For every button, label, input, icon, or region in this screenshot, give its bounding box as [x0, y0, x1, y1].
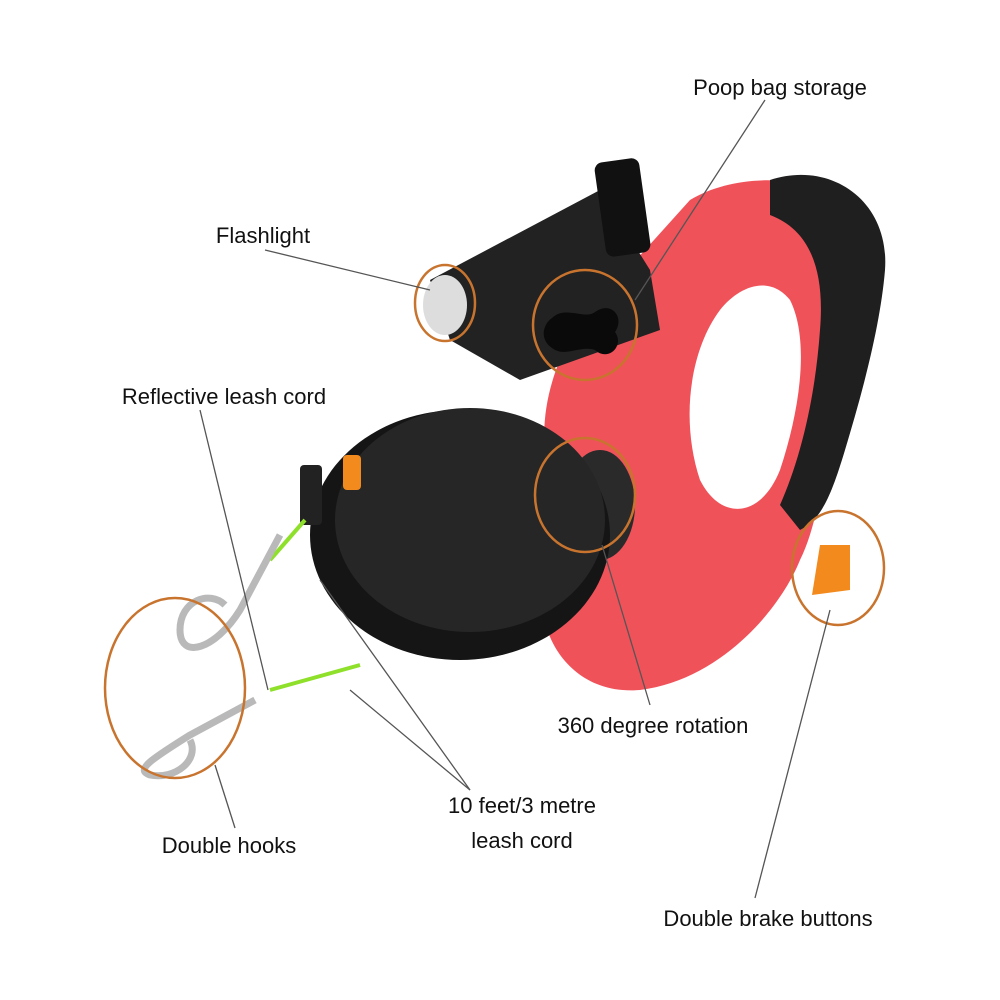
highlight-circles	[103, 263, 886, 780]
label-flashlight: Flashlight	[215, 223, 311, 248]
label-360-rotation: 360 degree rotation	[557, 713, 749, 738]
leader-lines	[199, 99, 831, 899]
label-leash-cord-length: 10 feet/3 metre	[448, 793, 596, 818]
label-reflective-leash-cord: Reflective leash cord	[121, 384, 327, 409]
leash-reel	[300, 408, 635, 660]
handle-grip	[770, 174, 886, 530]
leash-cord	[268, 518, 361, 692]
double-hooks	[140, 533, 284, 780]
label-leash-cord: leash cord	[471, 828, 573, 853]
label-poop-bag-storage: Poop bag storage	[693, 75, 867, 100]
flashlight-dispenser	[423, 158, 660, 380]
brake-button	[812, 545, 850, 595]
label-double-hooks: Double hooks	[161, 833, 297, 858]
label-double-brake-buttons: Double brake buttons	[663, 906, 873, 931]
